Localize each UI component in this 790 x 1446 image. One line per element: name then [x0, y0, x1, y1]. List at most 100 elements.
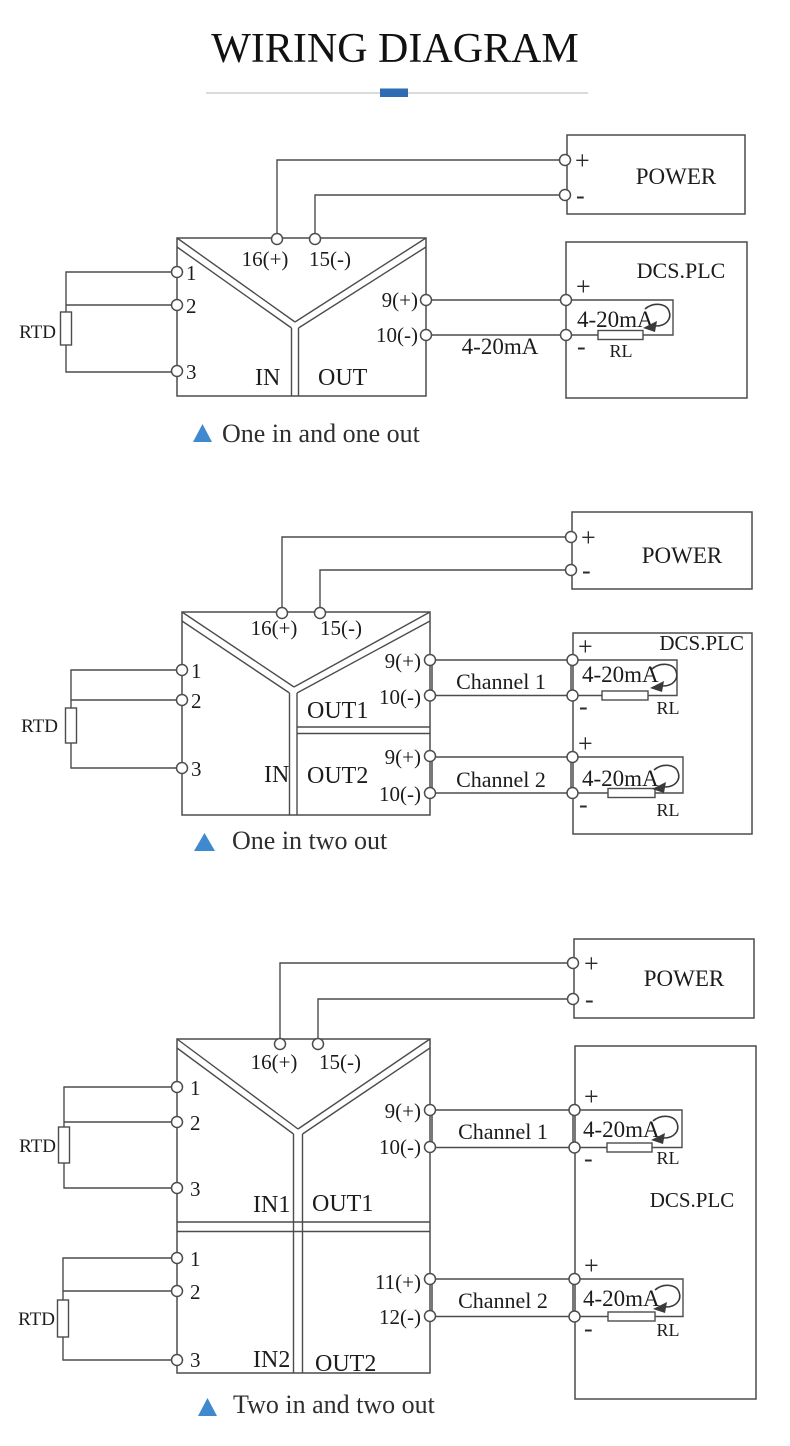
rtd-resistor [59, 311, 73, 346]
rtd2-resistor [56, 1299, 70, 1338]
terminal-1-label: 1 [186, 261, 197, 285]
power-minus-sign: - [585, 985, 594, 1014]
dcs-label: DCS.PLC [637, 258, 726, 283]
transmitter: 16(+) 15(-) 1 2 3 9(+) 10(-) IN OUT [176, 237, 427, 397]
terminal-10-dot [423, 1140, 437, 1154]
terminal-3-dot [175, 761, 189, 775]
caption-triangle-icon [198, 1398, 217, 1416]
output-wires [426, 299, 566, 336]
in1-terminal-2-label: 2 [190, 1111, 201, 1135]
dcs-ch1-plus-terminal [566, 653, 579, 667]
terminal-9-label: 9(+) [382, 288, 418, 312]
channel2-rl-label: RL [656, 1320, 679, 1340]
in1-terminal-1-dot [170, 1080, 184, 1094]
out2-terminal-9-dot [423, 749, 437, 763]
wire-current-label: 4-20mA [462, 334, 539, 359]
dcs-body [565, 241, 748, 399]
diagram-one-in-two-out: RTD 16(+) 15(-) 1 2 3 9(+) 10(-) 9(+) 10… [21, 511, 753, 855]
diagram-one-in-one-out: RTD 16(+) 15(-) 1 2 3 9(+) 10(-) IN OUT … [19, 134, 748, 448]
power-box: POWER + - [564, 511, 753, 590]
dcs-box: DCS.PLC RL 4-20mA + - RL 4-20mA + - [572, 631, 753, 835]
in1-terminal-1-label: 1 [190, 1076, 201, 1100]
in2-terminal-1-dot [170, 1251, 184, 1265]
transmitter: 16(+) 15(-) 1 2 3 1 2 3 9(+) 10(-) 11(+)… [176, 1038, 431, 1377]
dcs-ch1-minus-terminal [568, 1141, 581, 1154]
power-plus-sign: + [575, 146, 590, 175]
out1-terminal-9-label: 9(+) [385, 649, 421, 673]
caption-2: One in two out [194, 826, 388, 855]
caption-triangle-icon [193, 424, 212, 442]
dcs-body [574, 1045, 757, 1400]
out1-terminal-10-label: 10(-) [379, 685, 421, 709]
power-plus-sign: + [581, 523, 596, 552]
terminal-1-dot [175, 663, 189, 677]
channel1-plus-sign: + [584, 1082, 599, 1111]
loop-direction-arrow [644, 303, 671, 327]
terminal-1-label: 1 [191, 659, 202, 683]
transmitter-body [176, 1038, 431, 1374]
rtd-circuit: RTD [19, 271, 177, 373]
dcs-ch1-minus-terminal [566, 689, 579, 702]
dcs-ch2-plus-terminal [568, 1272, 581, 1286]
dcs-ch2-plus-terminal [566, 750, 579, 764]
power-label: POWER [636, 164, 717, 189]
caption-text: One in two out [232, 826, 388, 855]
in-section-label: IN [255, 365, 280, 391]
channel2-rl-label: RL [656, 800, 679, 820]
power-minus-terminal [564, 563, 578, 577]
out1-terminal-10-dot [423, 689, 437, 702]
power-wires [276, 159, 560, 239]
channel1-box [431, 659, 572, 697]
loop-current-label: 4-20mA [577, 307, 654, 332]
channel2-arrowhead-icon [652, 782, 666, 793]
terminal-3-label: 3 [191, 757, 202, 781]
dcs-plus-sign: + [576, 272, 591, 301]
terminal-2-label: 2 [191, 689, 202, 713]
channel2-rl-resistor [607, 787, 656, 799]
out2-section-label: OUT2 [315, 1351, 376, 1377]
rtd-label: RTD [21, 716, 58, 737]
terminal-16-label: 16(+) [251, 1050, 298, 1074]
channel2-wire-box: Channel 2 [431, 756, 572, 794]
power-wires [279, 962, 568, 1039]
rl-label: RL [609, 341, 632, 361]
dcs-body [572, 632, 753, 835]
in2-terminal-3-dot [170, 1353, 184, 1367]
channel2-box [431, 756, 572, 794]
terminal-2-label: 2 [186, 294, 197, 318]
in1-terminal-3-dot [170, 1181, 184, 1195]
channel2-wire-box: Channel 2 [431, 1278, 574, 1318]
out1-terminal-9-dot [423, 653, 437, 667]
rtd2-circuit: RTD [18, 1257, 177, 1361]
power-label: POWER [644, 966, 725, 991]
rtd2-wires [62, 1257, 177, 1361]
transmitter: 16(+) 15(-) 1 2 3 9(+) 10(-) 9(+) 10(-) … [181, 611, 431, 816]
power-plus-terminal [566, 956, 580, 970]
channel2-loop-arrow [653, 764, 680, 788]
rtd2-label: RTD [18, 1309, 55, 1330]
power-plus-terminal [558, 153, 572, 167]
terminal-16-label: 16(+) [251, 616, 298, 640]
caption-3: Two in and two out [198, 1390, 436, 1419]
rl-resistor [597, 329, 644, 341]
power-minus-terminal [558, 188, 572, 202]
power-box: POWER + - [558, 134, 746, 215]
channel2-arrowhead-icon [653, 1302, 667, 1313]
terminal-15-dot [311, 1037, 325, 1051]
in1-terminal-3-label: 3 [190, 1177, 201, 1201]
channel2-loop-current-label: 4-20mA [582, 766, 659, 791]
out1-section-label: OUT1 [312, 1191, 373, 1217]
power-body [573, 938, 755, 1019]
terminal-15-label: 15(-) [320, 616, 362, 640]
channel2-label: Channel 2 [458, 1288, 548, 1313]
rtd1-wires [63, 1086, 177, 1189]
terminal-16-dot [273, 1037, 287, 1051]
out-section-label: OUT [318, 365, 368, 391]
dcs-plus-terminal [559, 293, 573, 307]
terminal-16-dot [275, 606, 289, 620]
terminal-10-label: 10(-) [379, 1135, 421, 1159]
out2-terminal-9-label: 9(+) [385, 745, 421, 769]
in2-terminal-2-label: 2 [190, 1280, 201, 1304]
